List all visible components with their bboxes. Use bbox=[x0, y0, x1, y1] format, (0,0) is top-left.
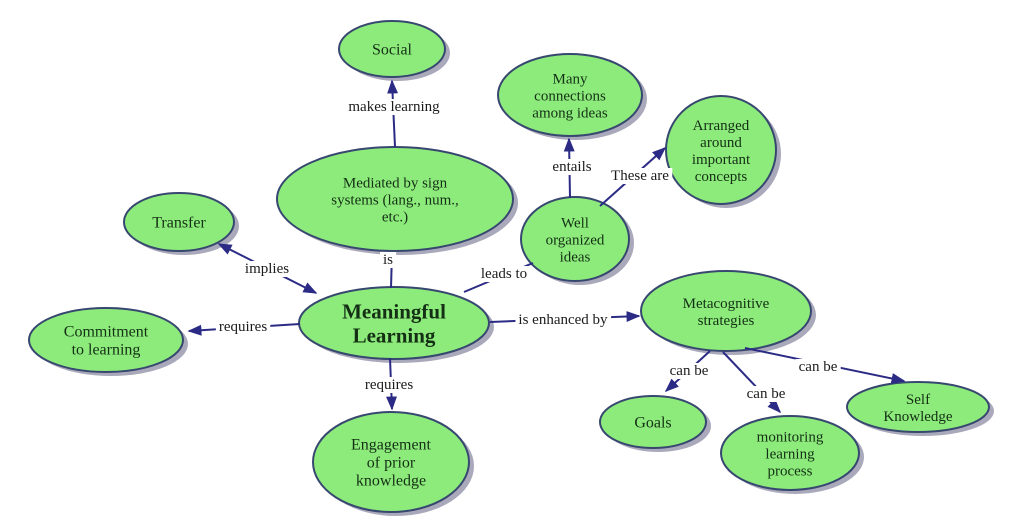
edge-label-is-enhanced-by: is enhanced by bbox=[518, 312, 608, 328]
node-goals bbox=[599, 395, 707, 449]
edge-label-bg bbox=[345, 99, 444, 115]
edge-label-bg bbox=[608, 168, 673, 184]
node-engagement-of-prior-knowledge bbox=[312, 411, 470, 513]
node-social bbox=[338, 20, 446, 78]
edge-label-bg bbox=[795, 359, 841, 375]
node-many-connections-among-ideas bbox=[497, 53, 643, 137]
edge-can-be-monitoring bbox=[722, 351, 782, 414]
edge-label-can-be-self-knowledge: can be bbox=[799, 359, 838, 375]
edge-label-bg bbox=[241, 261, 293, 277]
edge-label-bg bbox=[549, 159, 595, 175]
node-monitoring-learning-process bbox=[720, 415, 860, 491]
edge-label-bg bbox=[743, 386, 789, 402]
edge-label-bg bbox=[477, 266, 531, 282]
edge-label-is: is bbox=[383, 252, 393, 268]
node-label-goals: Goals bbox=[634, 415, 671, 432]
edge-label-implies: implies bbox=[245, 261, 289, 277]
edge-label-can-be-goals: can be bbox=[670, 363, 709, 379]
node-label-transfer: Transfer bbox=[152, 215, 206, 232]
edge-label-makes-learning: makes learning bbox=[348, 99, 440, 115]
edge-label-bg bbox=[361, 377, 417, 393]
node-label-social: Social bbox=[372, 42, 413, 59]
edge-label-bg bbox=[215, 319, 271, 335]
edge-label-bg bbox=[379, 252, 397, 268]
edge-label-bg bbox=[666, 363, 712, 379]
node-metacognitive-strategies bbox=[640, 270, 812, 352]
node-meaningful-learning bbox=[298, 286, 490, 360]
edge-label-these-are: These are bbox=[611, 168, 669, 184]
edge-label-can-be-monitoring: can be bbox=[747, 386, 786, 402]
edge-label-leads-to: leads to bbox=[481, 266, 527, 282]
edge-label-requires-engagement: requires bbox=[365, 377, 413, 393]
edge-label-requires-commitment: requires bbox=[219, 319, 267, 335]
node-transfer bbox=[123, 192, 235, 252]
node-well-organized-ideas bbox=[520, 196, 630, 282]
node-commitment-to-learning bbox=[28, 307, 184, 373]
edge-label-bg bbox=[515, 312, 612, 328]
edge-label-entails: entails bbox=[552, 159, 591, 175]
node-self-knowledge bbox=[846, 381, 990, 433]
